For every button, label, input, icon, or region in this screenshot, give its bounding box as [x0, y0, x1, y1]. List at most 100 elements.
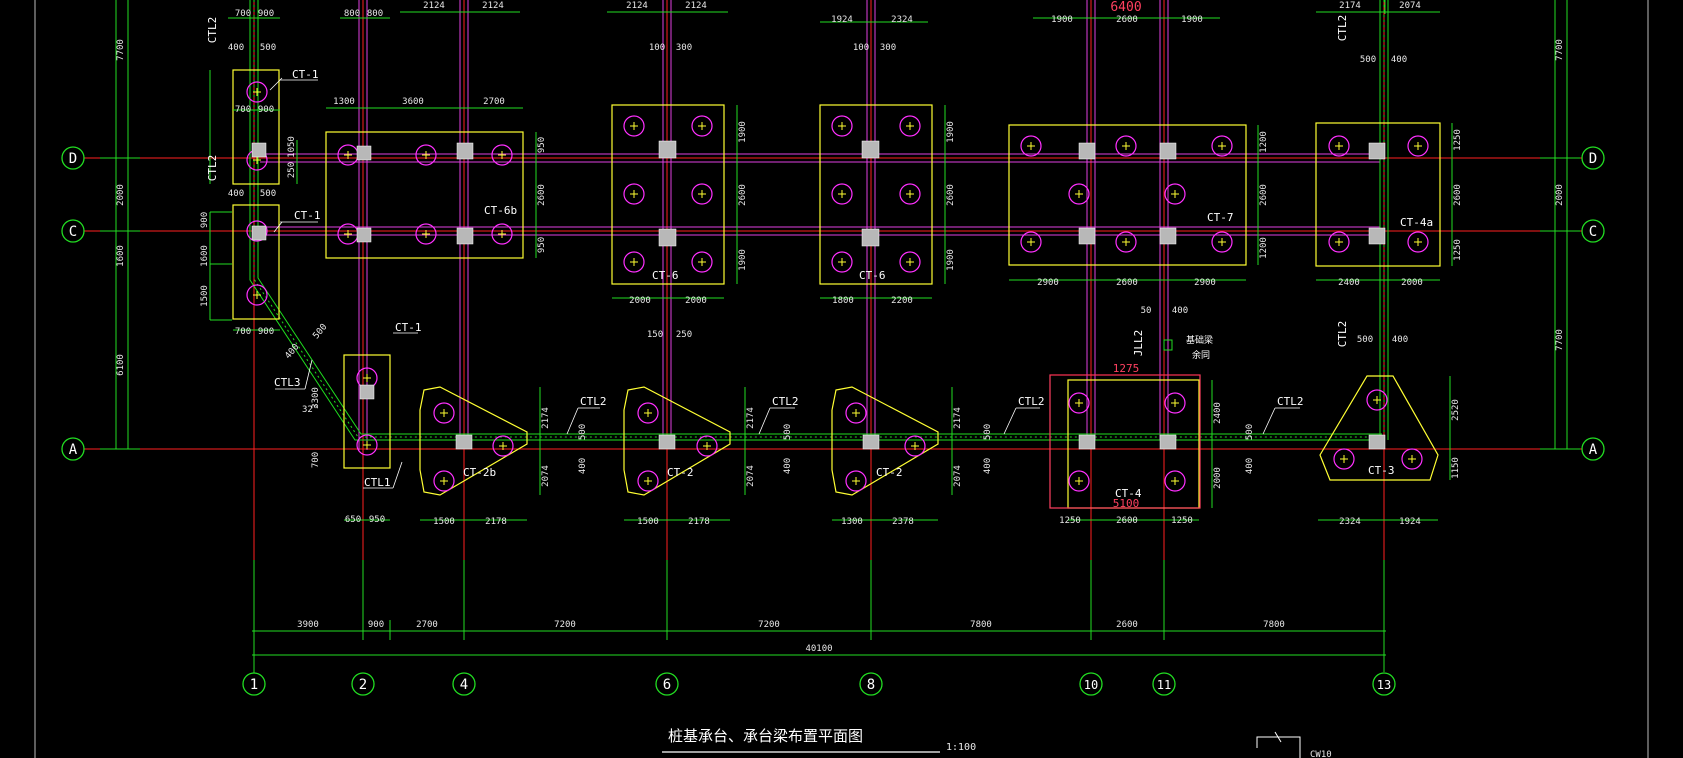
label-ctl2-left-top: CTL2 [206, 17, 219, 44]
axis-label-2: 2 [359, 677, 367, 693]
dim-jll-1: 50 [1141, 306, 1152, 316]
axis-label-D-right: D [1589, 151, 1597, 167]
dim-top-g1: 2174 [1339, 1, 1361, 11]
label-ct3: CT-3 [1368, 464, 1395, 477]
dim-bottom-7: 2600 [1116, 620, 1138, 630]
dim-ct3-side-2: 1150 [1451, 457, 1461, 479]
mark-left-5: 400 [228, 189, 244, 199]
dim-ct6l-2: 2000 [685, 296, 707, 306]
pile-center-mark [499, 442, 507, 450]
label-ct6b: CT-6b [484, 204, 517, 217]
axis-label-6: 6 [663, 677, 671, 693]
dim-top-e2: 2324 [891, 15, 913, 25]
dim-small-1: 150 [647, 330, 663, 340]
dim-ct4-top: 1275 [1113, 362, 1140, 375]
dim-ct6b-2: 3600 [402, 97, 424, 107]
columns [251, 140, 1386, 450]
dim-bottom-8: 7800 [1263, 620, 1285, 630]
dim-beam-w6: 400 [983, 458, 993, 474]
pile-center-mark [344, 230, 352, 238]
dim-top-c1: 2124 [423, 1, 445, 11]
cap-ct2-right [831, 386, 939, 496]
dim-beam-w7: 500 [1245, 424, 1255, 440]
axis-label-8: 8 [867, 677, 875, 693]
dim-bottom-5: 7200 [758, 620, 780, 630]
cap-ct7 [1008, 124, 1247, 266]
dim-top-b2: 800 [367, 9, 383, 19]
dim-bottom-total: 40100 [805, 644, 832, 654]
dim-ct4a-side-2: 2600 [1453, 184, 1463, 206]
label-ctl2-3: CTL2 [1018, 395, 1045, 408]
dim-ctl3-length: 3300 [311, 387, 321, 409]
mark-left-1: 400 [228, 43, 244, 53]
piles [246, 81, 1429, 492]
dim-ct2l-side-1: 2174 [746, 407, 756, 429]
dim-beam-w3: 500 [783, 424, 793, 440]
dim-small-2: 250 [676, 330, 692, 340]
label-ct6-right: CT-6 [859, 269, 886, 282]
dim-bottom-6: 7800 [970, 620, 992, 630]
dim-right-2: 2000 [1555, 184, 1565, 206]
label-ct1-top: CT-1 [292, 68, 319, 81]
dim-ct1-top-b: 900 [258, 105, 274, 115]
pile-center-mark [1335, 142, 1343, 150]
label-ct4a: CT-4a [1400, 216, 1433, 229]
pile-center-mark [698, 258, 706, 266]
dim-ct7-2: 2600 [1116, 278, 1138, 288]
label-ct6-left: CT-6 [652, 269, 679, 282]
grade-beam-symbol [1163, 339, 1173, 351]
dim-ct7-1: 2900 [1037, 278, 1059, 288]
dim-ct4-2: 2600 [1116, 516, 1138, 526]
label-ct2-right: CT-2 [876, 466, 903, 479]
dim-ct6r-top-1: 100 [853, 43, 869, 53]
cap-ct6-right [819, 104, 933, 285]
dim-top-b1: 800 [344, 9, 360, 19]
dim-ctl3-w2: 400 [283, 342, 301, 361]
dim-ct6r-side-3: 1900 [946, 249, 956, 271]
dim-ct1-top-a: 700 [235, 105, 251, 115]
label-ctl2-left-mid: CTL2 [206, 155, 219, 182]
label-ct2-left: CT-2 [667, 466, 694, 479]
pile-center-mark [906, 122, 914, 130]
pile-center-mark [852, 409, 860, 417]
pile-center-mark [1414, 142, 1422, 150]
dim-ct6b-side-3: 950 [537, 237, 547, 253]
cap-ct2b [419, 386, 528, 496]
dim-ct6r-2: 2200 [891, 296, 913, 306]
dim-ct4-side-1: 2400 [1213, 402, 1223, 424]
dim-ct6l-top-2: 300 [676, 43, 692, 53]
pile-center-mark [498, 151, 506, 159]
pile-center-mark [906, 190, 914, 198]
dim-ct4a-2: 2000 [1401, 278, 1423, 288]
pile-center-mark [1122, 238, 1130, 246]
pile-center-mark [498, 230, 506, 238]
dim-ct7-side-2: 2600 [1259, 184, 1269, 206]
pile-center-mark [838, 258, 846, 266]
dim-ct1-mid-b: 900 [258, 327, 274, 337]
leader-lines [275, 359, 1300, 489]
pile-center-mark [1218, 142, 1226, 150]
dim-top-f1: 1900 [1051, 15, 1073, 25]
dim-beam-w5: 500 [983, 424, 993, 440]
axis-label-C-right: C [1589, 224, 1597, 240]
cap-ct6-left [611, 104, 725, 285]
dim-ct3-1: 2324 [1339, 517, 1361, 527]
dim-ct6r-side-1: 1900 [946, 121, 956, 143]
dim-top-a1: 700 [235, 9, 251, 19]
dim-ct2l-side-2: 2074 [746, 465, 756, 487]
cap-ct1-top [232, 69, 280, 185]
pile-caps [232, 69, 1441, 509]
dim-ct6r-side-2: 2600 [946, 184, 956, 206]
sheet-border [34, 0, 1649, 758]
dim-beam-w2: 400 [578, 458, 588, 474]
dim-ct2b-1: 1500 [433, 517, 455, 527]
dim-ct6b-1: 1300 [333, 97, 355, 107]
dim-top-e1: 1924 [831, 15, 853, 25]
pile-center-mark [852, 477, 860, 485]
cap-ct1-mid [232, 204, 280, 320]
axis-bubbles [61, 146, 1605, 696]
pile-center-mark [911, 442, 919, 450]
dim-ct6b-side-1: 950 [537, 137, 547, 153]
label-ct1-mid: CT-1 [294, 209, 321, 222]
